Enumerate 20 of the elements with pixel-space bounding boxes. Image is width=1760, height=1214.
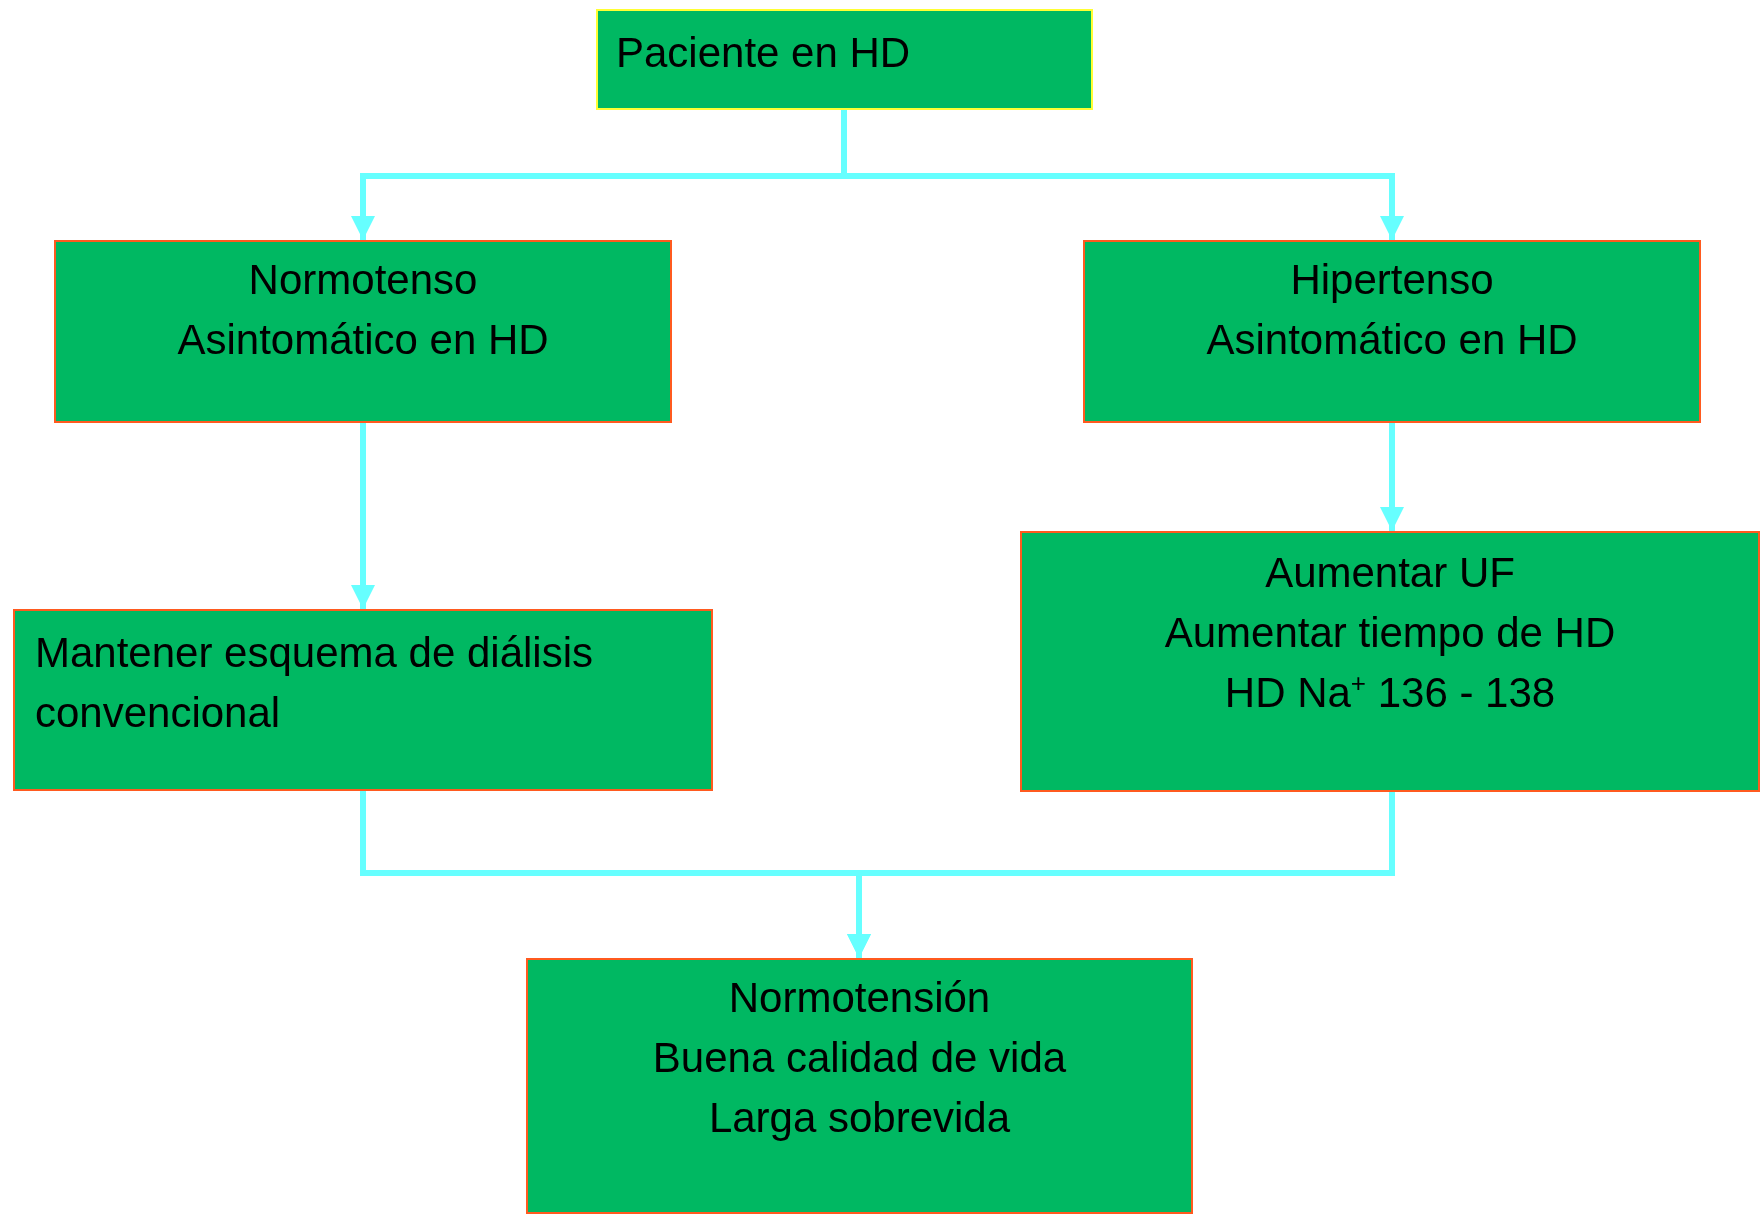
arrow bbox=[1380, 423, 1404, 531]
box-text: Hipertenso bbox=[1290, 255, 1494, 305]
process-box bbox=[13, 609, 713, 791]
process-box bbox=[1083, 240, 1701, 423]
box-text: Buena calidad de vida bbox=[652, 1033, 1067, 1083]
box-text: HD Na$^{+}$ 136 - 138 bbox=[1224, 667, 1556, 718]
box-text: Normotensión bbox=[728, 973, 991, 1023]
box-text: Mantener esquema de diálisis convencional bbox=[35, 628, 594, 738]
box-text: Aumentar UF bbox=[1265, 548, 1515, 598]
box-text: Normotenso bbox=[248, 255, 478, 305]
process-box bbox=[54, 240, 672, 423]
box-text: Asintomático en HD bbox=[177, 315, 549, 365]
process-box bbox=[1020, 531, 1760, 792]
arrow bbox=[351, 423, 375, 609]
box-text: Larga sobrevida bbox=[708, 1093, 1011, 1143]
box-text: Paciente en HD bbox=[616, 28, 911, 78]
box-text: Asintomático en HD bbox=[1206, 315, 1578, 365]
process-box bbox=[596, 9, 1093, 110]
process-box bbox=[526, 958, 1193, 1214]
box-text: Aumentar tiempo de HD bbox=[1164, 608, 1616, 658]
